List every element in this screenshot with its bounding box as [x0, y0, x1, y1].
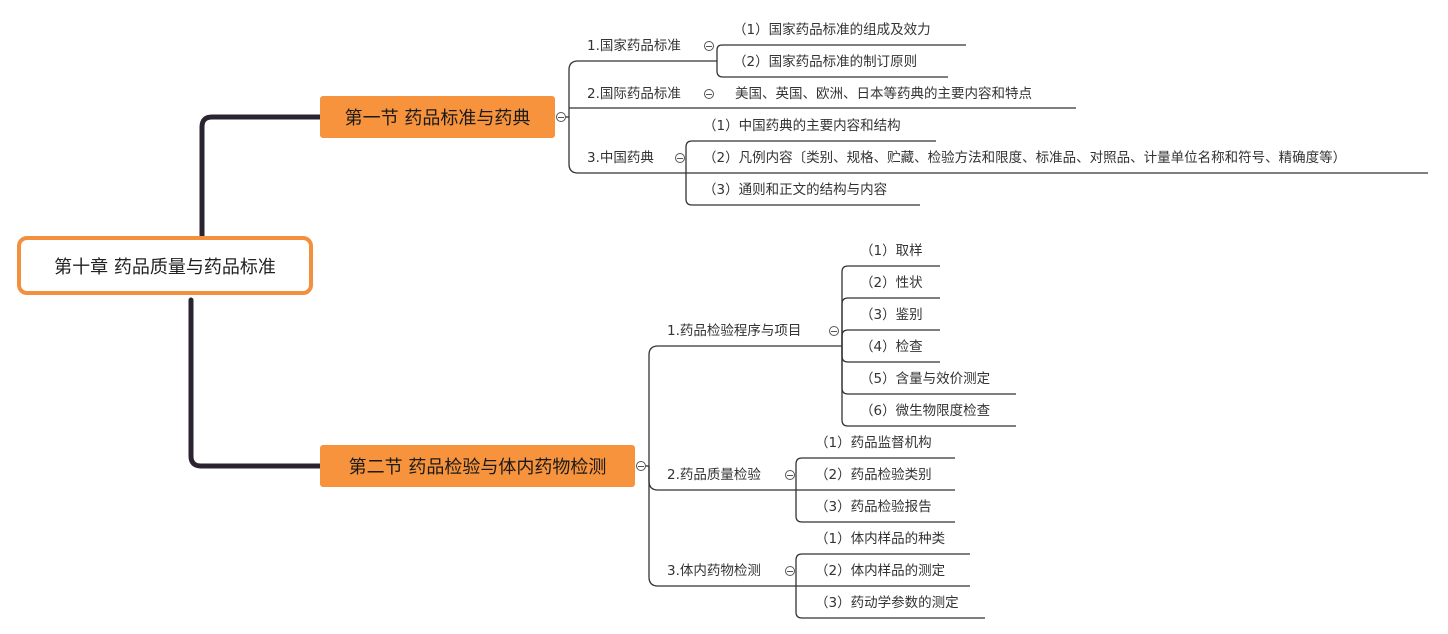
leaf-s2-t3-i2[interactable]: （2）体内样品的测定: [815, 563, 946, 579]
topic-in-vivo-detection[interactable]: 3.体内药物检测: [667, 563, 761, 579]
leaf-s2-t1-i3[interactable]: （3）鉴别: [860, 307, 923, 323]
topic-international-standard[interactable]: 2.国际药品标准: [587, 86, 681, 102]
section1-label: 第一节 药品标准与药典: [344, 108, 531, 129]
root-label: 第十章 药品质量与药品标准: [54, 256, 276, 278]
topic-national-standard-collapse-icon[interactable]: [704, 41, 714, 51]
leaf-s1-t3-i3[interactable]: （3）通则和正文的结构与内容: [703, 182, 888, 198]
section1-collapse-icon[interactable]: [556, 112, 566, 122]
topic-quality-inspection-collapse-icon[interactable]: [785, 470, 795, 480]
section1-node[interactable]: 第一节 药品标准与药典: [320, 96, 555, 138]
leaf-s2-t3-i3[interactable]: （3）药动学参数的测定: [815, 595, 959, 611]
topic-chinese-pharmacopoeia[interactable]: 3.中国药典: [587, 150, 654, 166]
leaf-s2-t2-i1[interactable]: （1）药品监督机构: [815, 435, 932, 451]
leaf-s1-t2-i1[interactable]: 美国、英国、欧洲、日本等药典的主要内容和特点: [735, 86, 1032, 102]
leaf-s1-t1-i2[interactable]: （2）国家药品标准的制订原则: [733, 54, 918, 70]
leaf-s1-t3-i1[interactable]: （1）中国药典的主要内容和结构: [703, 118, 901, 134]
section2-node[interactable]: 第二节 药品检验与体内药物检测: [320, 445, 635, 487]
topic-inspection-procedure[interactable]: 1.药品检验程序与项目: [667, 323, 802, 339]
leaf-s1-t3-i2[interactable]: （2）凡例内容〔类别、规格、贮藏、检验方法和限度、标准品、对照品、计量单位名称和…: [703, 150, 1347, 166]
trunk-section2: [188, 297, 323, 469]
leaf-s2-t1-i5[interactable]: （5）含量与效价测定: [860, 371, 991, 387]
root-node[interactable]: 第十章 药品质量与药品标准: [17, 236, 313, 295]
topic-quality-inspection[interactable]: 2.药品质量检验: [667, 467, 761, 483]
leaf-s2-t1-i4[interactable]: （4）检查: [860, 339, 923, 355]
topic-chinese-pharmacopoeia-collapse-icon[interactable]: [675, 153, 685, 163]
topic-inspection-procedure-collapse-icon[interactable]: [829, 326, 839, 336]
leaf-s2-t2-i2[interactable]: （2）药品检验类别: [815, 467, 932, 483]
section2-collapse-icon[interactable]: [636, 461, 646, 471]
topic-in-vivo-detection-collapse-icon[interactable]: [785, 566, 795, 576]
leaf-s1-t1-i1[interactable]: （1）国家药品标准的组成及效力: [733, 22, 931, 38]
section2-label: 第二节 药品检验与体内药物检测: [348, 457, 607, 478]
leaf-s2-t2-i3[interactable]: （3）药品检验报告: [815, 499, 932, 515]
branch-s1-t1: [568, 60, 717, 117]
leaf-s2-t1-i1[interactable]: （1）取样: [860, 243, 923, 259]
leaf-s2-t3-i1[interactable]: （1）体内样品的种类: [815, 531, 946, 547]
trunk-section1: [199, 114, 323, 239]
leaf-s2-t1-i6[interactable]: （6）微生物限度检查: [860, 403, 991, 419]
leaf-s2-t1-i2[interactable]: （2）性状: [860, 275, 923, 291]
branch-s1-t3: [568, 117, 686, 174]
topic-international-standard-collapse-icon[interactable]: [704, 89, 714, 99]
topic-national-standard[interactable]: 1.国家药品标准: [587, 38, 681, 54]
